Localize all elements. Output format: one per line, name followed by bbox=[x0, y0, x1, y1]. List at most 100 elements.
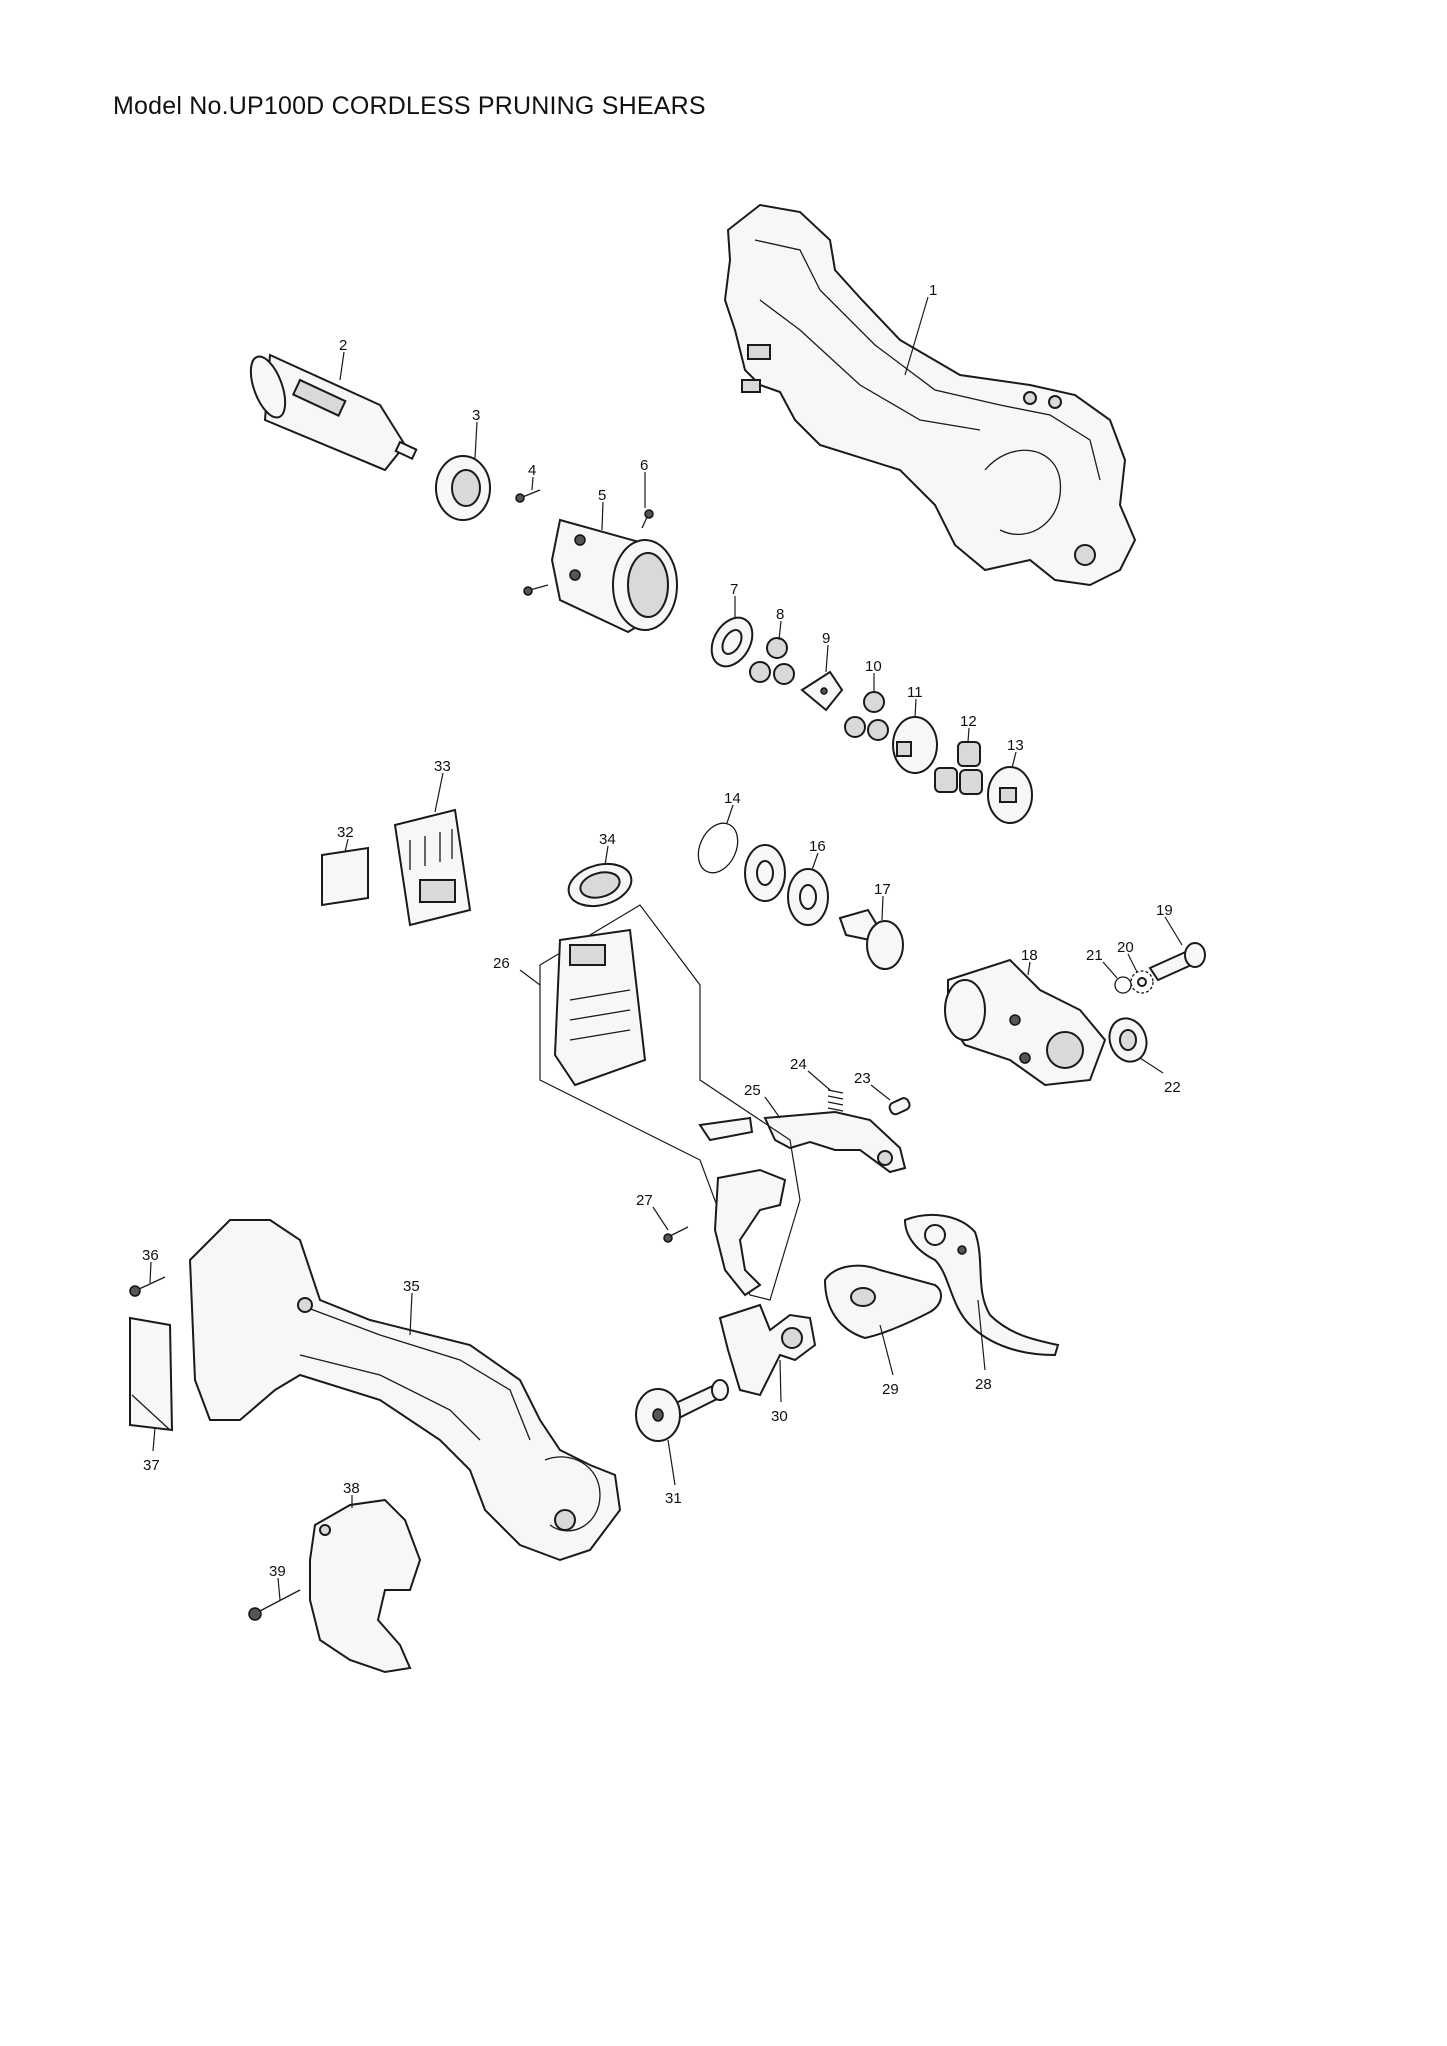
part-8-planet-gears bbox=[749, 637, 795, 685]
callout-label: 9 bbox=[822, 630, 830, 647]
part-37-name-plate bbox=[129, 1316, 174, 1432]
part-5-gear-housing bbox=[550, 518, 678, 634]
part-4-screw bbox=[515, 489, 541, 503]
part-19-bolt bbox=[1148, 942, 1206, 982]
part-11-carrier bbox=[892, 716, 938, 774]
callout-label: 34 bbox=[599, 831, 616, 848]
callout-label: 37 bbox=[143, 1457, 160, 1474]
callout-label: 25 bbox=[744, 1082, 761, 1099]
part-36-screw bbox=[129, 1276, 166, 1297]
part-12-planet-gears bbox=[934, 741, 983, 795]
part-20-lock-washer bbox=[1130, 970, 1154, 994]
callout-label: 20 bbox=[1117, 939, 1134, 956]
callout-label: 38 bbox=[343, 1480, 360, 1497]
part-39-screw bbox=[248, 1589, 301, 1621]
callout-13: 13 bbox=[1007, 737, 1024, 769]
part-14-retaining-ring bbox=[697, 822, 739, 874]
callout-label: 29 bbox=[882, 1381, 899, 1398]
callout-label: 13 bbox=[1007, 737, 1024, 754]
callout-4: 4 bbox=[528, 462, 536, 491]
callout-2: 2 bbox=[339, 337, 347, 381]
callout-1: 1 bbox=[904, 282, 937, 376]
callout-9: 9 bbox=[822, 630, 830, 673]
callout-label: 39 bbox=[269, 1563, 286, 1580]
part-27-screw bbox=[663, 1226, 689, 1243]
part-35-housing-half bbox=[188, 1219, 622, 1562]
callout-18: 18 bbox=[1021, 947, 1038, 976]
callout-35: 35 bbox=[403, 1278, 420, 1336]
callout-37: 37 bbox=[143, 1427, 160, 1474]
callout-23: 23 bbox=[854, 1070, 891, 1101]
part-17-spindle bbox=[838, 908, 904, 970]
callout-21: 21 bbox=[1086, 947, 1118, 979]
part-26-controller bbox=[539, 904, 801, 1301]
part-9-carrier bbox=[800, 670, 844, 712]
callout-label: 32 bbox=[337, 824, 354, 841]
part-21-o-ring bbox=[1114, 976, 1132, 994]
callout-label: 35 bbox=[403, 1278, 420, 1295]
callout-33: 33 bbox=[434, 758, 451, 813]
callout-27: 27 bbox=[636, 1192, 669, 1231]
part-6-screw bbox=[641, 509, 654, 529]
callout-label: 1 bbox=[929, 282, 937, 299]
callout-label: 4 bbox=[528, 462, 536, 479]
callout-label: 26 bbox=[493, 955, 510, 972]
part-24-spring bbox=[827, 1089, 844, 1112]
callout-label: 21 bbox=[1086, 947, 1103, 964]
callout-label: 6 bbox=[640, 457, 648, 474]
part-25-lever bbox=[763, 1110, 907, 1174]
part-33-terminal-board bbox=[393, 808, 472, 927]
part-30-blade-holder bbox=[718, 1303, 817, 1397]
callout-26: 26 bbox=[493, 955, 541, 986]
part-16-bearings bbox=[744, 844, 829, 926]
callout-24: 24 bbox=[790, 1056, 831, 1091]
part-5-screw-lower bbox=[523, 584, 549, 596]
part-2-motor bbox=[249, 353, 418, 472]
callout-label: 8 bbox=[776, 606, 784, 623]
callouts: 1 2 3 4 5 6 7 8 9 10 11 12 13 14 16 17 1… bbox=[142, 282, 1183, 1601]
callout-label: 31 bbox=[665, 1490, 682, 1507]
part-7-washer bbox=[710, 616, 754, 668]
callout-31: 31 bbox=[665, 1439, 682, 1507]
part-28-hook-blade bbox=[903, 1213, 1060, 1357]
part-31-pivot-shaft bbox=[635, 1379, 729, 1442]
callout-22: 22 bbox=[1139, 1057, 1181, 1096]
part-18-head-housing bbox=[944, 958, 1107, 1087]
part-1-housing-half bbox=[723, 203, 1137, 587]
callout-30: 30 bbox=[771, 1359, 788, 1425]
callout-8: 8 bbox=[776, 606, 784, 641]
part-29-blade bbox=[823, 1264, 942, 1340]
callout-label: 3 bbox=[472, 407, 480, 424]
part-26-switch bbox=[698, 1116, 787, 1297]
callout-label: 24 bbox=[790, 1056, 807, 1073]
callout-label: 5 bbox=[598, 487, 606, 504]
callout-14: 14 bbox=[724, 790, 741, 824]
callout-19: 19 bbox=[1156, 902, 1183, 946]
callout-label: 17 bbox=[874, 881, 891, 898]
callout-label: 11 bbox=[907, 684, 923, 701]
part-3-bracket bbox=[435, 455, 491, 521]
callout-32: 32 bbox=[337, 824, 354, 853]
callout-label: 7 bbox=[730, 581, 738, 598]
callout-3: 3 bbox=[472, 407, 480, 459]
part-22-nut bbox=[1108, 1017, 1148, 1063]
callout-label: 28 bbox=[975, 1376, 992, 1393]
callout-28: 28 bbox=[975, 1299, 992, 1393]
callout-36: 36 bbox=[142, 1247, 159, 1284]
callout-11: 11 bbox=[907, 684, 923, 719]
part-34-cap bbox=[567, 862, 633, 908]
callout-label: 10 bbox=[865, 658, 882, 675]
callout-7: 7 bbox=[730, 581, 738, 618]
callout-10: 10 bbox=[865, 658, 882, 692]
part-10-planet-gears bbox=[844, 691, 889, 741]
callout-16: 16 bbox=[809, 838, 826, 871]
callout-label: 2 bbox=[339, 337, 347, 354]
callout-34: 34 bbox=[599, 831, 616, 866]
callout-label: 27 bbox=[636, 1192, 653, 1209]
part-32-label bbox=[321, 846, 369, 907]
part-13-carrier bbox=[987, 766, 1033, 824]
callout-label: 12 bbox=[960, 713, 977, 730]
callout-25: 25 bbox=[744, 1082, 781, 1119]
callout-label: 22 bbox=[1164, 1079, 1181, 1096]
